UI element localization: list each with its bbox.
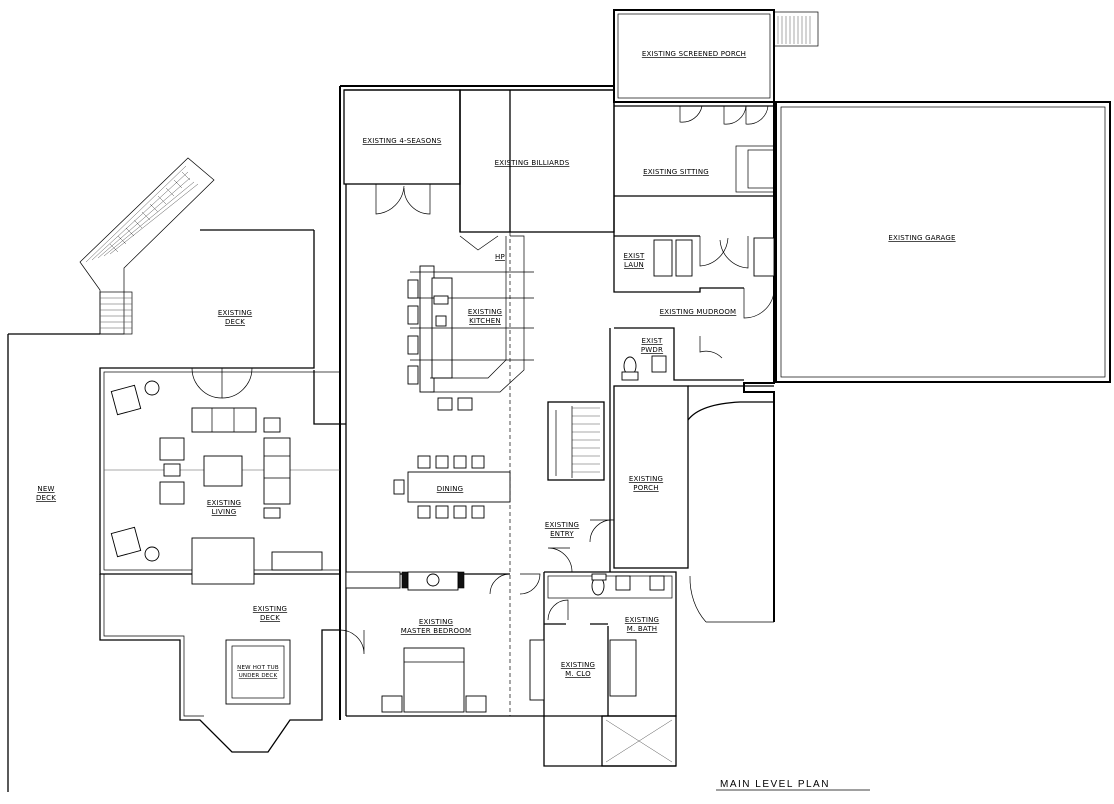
label-m-clo-line1: EXISTING [561, 661, 595, 669]
label-entry-line1: EXISTING [545, 521, 579, 529]
label-entry-line2: ENTRY [550, 530, 574, 538]
door-swings [191, 105, 775, 655]
building-walls [7, 9, 1111, 792]
label-billiards: EXISTING BILLIARDS [495, 159, 570, 167]
label-m-bath-line2: M. BATH [627, 625, 657, 633]
label-new-deck-line1: NEW [37, 485, 54, 493]
label-deck-lower-line1: EXISTING [253, 605, 287, 613]
label-pwdr-line1: EXIST [641, 337, 663, 345]
label-dining: DINING [437, 485, 464, 493]
label-pwdr-line2: PWDR [641, 346, 663, 354]
room-labels: EXISTING SCREENED PORCH EXISTING 4-SEASO… [36, 50, 955, 679]
furniture [110, 235, 775, 713]
label-hot-tub-line1: NEW HOT TUB [237, 665, 279, 671]
plan-title: MAIN LEVEL PLAN [720, 779, 830, 790]
label-deck-upper-line2: DECK [225, 318, 245, 326]
label-screened-porch: EXISTING SCREENED PORCH [642, 50, 746, 58]
label-porch-line1: EXISTING [629, 475, 663, 483]
label-laun-line1: EXIST [623, 252, 645, 260]
label-garage: EXISTING GARAGE [888, 234, 955, 242]
label-m-bath-line1: EXISTING [625, 616, 659, 624]
label-four-seasons: EXISTING 4-SEASONS [363, 137, 442, 145]
label-deck-lower-line2: DECK [260, 614, 280, 622]
label-hot-tub-line2: UNDER DECK [239, 673, 278, 679]
stairs [79, 157, 605, 481]
label-new-deck-line2: DECK [36, 494, 56, 502]
label-hp: HP [495, 253, 505, 261]
plan-title-block: MAIN LEVEL PLAN [716, 779, 870, 791]
label-living-line1: EXISTING [207, 499, 241, 507]
label-mudroom: EXISTING MUDROOM [660, 308, 737, 316]
label-laun-line2: LAUN [624, 261, 644, 269]
label-living-line2: LIVING [212, 508, 237, 516]
label-sitting: EXISTING SITTING [643, 168, 709, 176]
label-kitchen-line2: KITCHEN [469, 317, 501, 325]
label-porch-line2: PORCH [633, 484, 658, 492]
label-master-bedroom-line2: MASTER BEDROOM [401, 627, 471, 635]
label-master-bedroom-line1: EXISTING [419, 618, 453, 626]
label-kitchen-line1: EXISTING [468, 308, 502, 316]
label-m-clo-line2: M. CLO [565, 670, 591, 678]
label-deck-upper-line1: EXISTING [218, 309, 252, 317]
